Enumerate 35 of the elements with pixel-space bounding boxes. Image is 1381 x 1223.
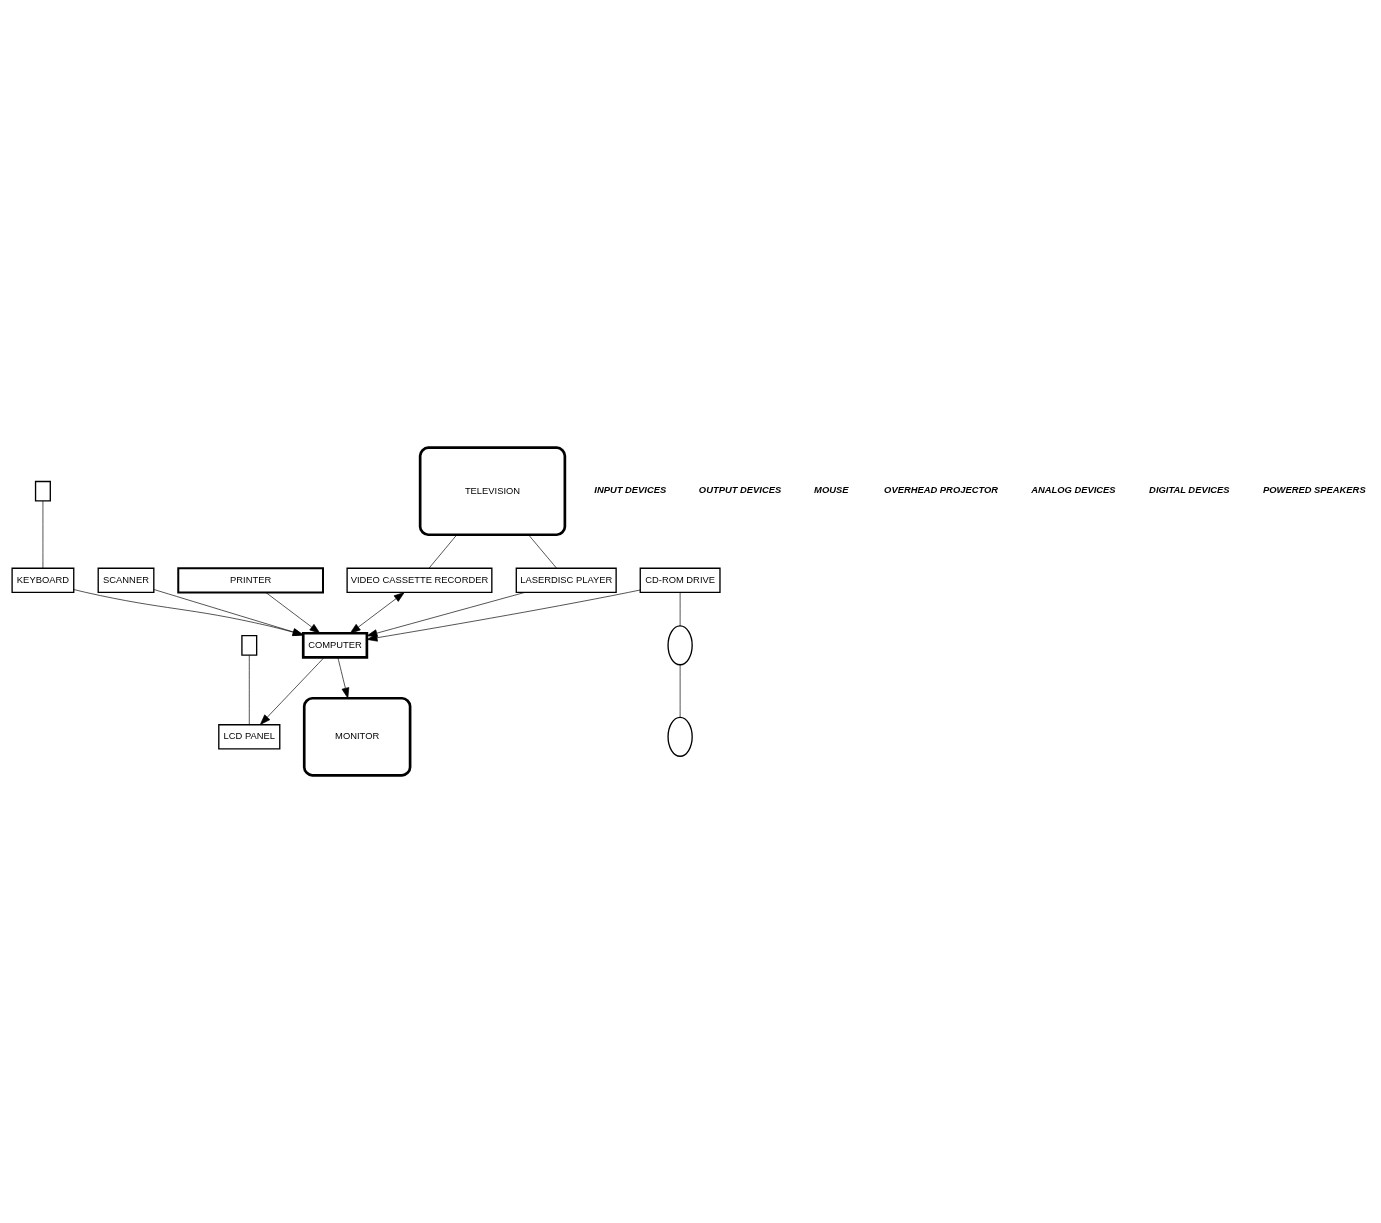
node-box: VIDEO CASSETTE RECORDER (346, 567, 493, 594)
arrow (73, 589, 304, 636)
label: MOUSE (814, 485, 849, 496)
label: POWERED SPEAKERS (1263, 485, 1366, 496)
connector (248, 654, 250, 725)
label: INPUT DEVICES (594, 485, 667, 496)
label: OUTPUT DEVICES (698, 485, 782, 496)
node-box: LCD PANEL (218, 724, 281, 750)
node-box: PRINTER (177, 567, 324, 594)
arrow (265, 592, 321, 634)
label: DIGITAL DEVICES (1149, 485, 1230, 496)
connector (679, 592, 681, 627)
node-box: COMPUTER (301, 631, 369, 659)
node-box: CD-ROM DRIVE (639, 567, 721, 594)
node-oval (667, 625, 693, 666)
arrow (366, 589, 641, 642)
label: ANALOG DEVICES (1031, 485, 1116, 496)
label: OVERHEAD PROJECTOR (884, 485, 999, 496)
connector (42, 500, 44, 569)
node-box: KEYBOARD (11, 567, 75, 594)
arrow (260, 657, 325, 725)
arrow (349, 592, 405, 634)
connector (428, 534, 457, 569)
node-oval (667, 716, 693, 757)
arrow (153, 589, 304, 636)
connector (528, 534, 557, 569)
node-box: SCANNER (97, 567, 155, 594)
arrow (366, 592, 525, 637)
node-box: TELEVISION (418, 446, 567, 537)
connector (679, 664, 681, 718)
node-box: MONITOR (302, 696, 412, 777)
node-box: LASERDISC PLAYER (515, 567, 617, 594)
node-box (241, 634, 258, 656)
node-box (34, 480, 51, 502)
arrow (337, 657, 350, 699)
